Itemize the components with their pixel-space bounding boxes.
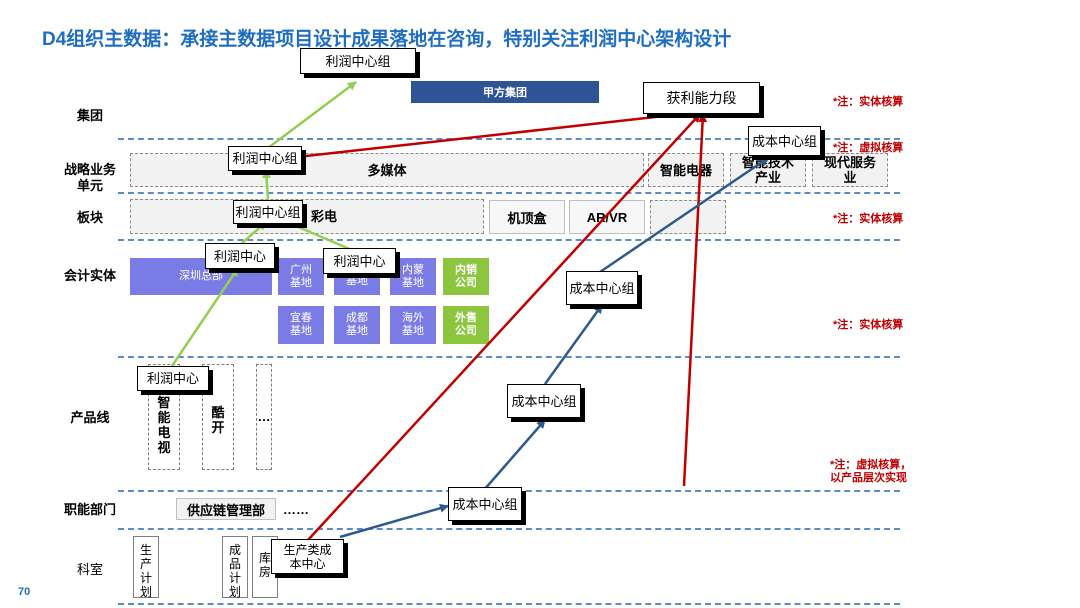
entity-yichun-base: 宜春基地 — [278, 306, 324, 344]
sbu-modern-service: 现代服务业 — [812, 153, 888, 187]
dept-supply-chain: 供应链管理部 — [176, 498, 276, 520]
sbu-tech-industry: 智能技术产业 — [730, 153, 806, 187]
row-label-function-dept: 职能部门 — [63, 502, 116, 517]
arrow-navy-func-to-prod — [483, 419, 546, 491]
entity-guangzhou-base: 广州基地 — [278, 258, 324, 295]
entity-neimeng-base: 内蒙基地 — [390, 258, 436, 295]
note-virtual-product: *注：虚拟核算， 以产品层次实现 — [830, 459, 912, 484]
jiafang-group-bar: 甲方集团 — [411, 81, 599, 103]
note-entity-accounting-3: *注：实体核算 — [833, 319, 904, 331]
product-smart-tv: 智能电视 — [148, 364, 180, 470]
section-finished-plan: 成品计划 — [222, 536, 248, 599]
arrow-red-sbu-to-pa — [305, 108, 701, 158]
product-kukai: 酷开 — [202, 364, 234, 470]
separator-entity — [118, 356, 900, 358]
arrow-red-product-to-pa — [682, 113, 708, 487]
callout-cost-center-group-mid: 成本中心组 — [566, 271, 638, 305]
page-title: D4组织主数据：承接主数据项目设计成果落地在咨询，特别关注利润中心架构设计 — [42, 29, 732, 50]
callout-profit-center-group-segment: 利润中心组 — [233, 200, 303, 224]
callout-profitability-segment: 获利能力段 — [643, 82, 760, 114]
callout-profit-center-group-sbu: 利润中心组 — [228, 146, 302, 171]
segment-color-tv: 彩电 — [130, 199, 484, 234]
sbu-multimedia: 多媒体 — [130, 153, 644, 187]
row-label-accounting-entity: 会计实体 — [63, 268, 116, 283]
callout-profit-center-entity-2: 利润中心 — [323, 248, 396, 274]
arrow-green-prod-to-pc1 — [170, 267, 240, 367]
arrow-red-cost-to-pa — [307, 113, 701, 541]
entity-export-sales: 外售公司 — [443, 306, 489, 344]
callout-profit-center-entity-1: 利润中心 — [205, 243, 275, 269]
callout-cost-center-group-top: 成本中心组 — [748, 126, 821, 156]
note-virtual-accounting: *注：虚拟核算 — [833, 142, 904, 154]
row-label-segment: 板块 — [76, 210, 103, 225]
segment-arvr: AR/VR — [569, 200, 645, 234]
row-label-product-line: 产品线 — [70, 410, 110, 425]
arrow-navy-cost-to-func — [339, 503, 449, 539]
callout-profit-center-group-top: 利润中心组 — [300, 48, 416, 74]
dept-more: …… — [283, 502, 309, 517]
segment-stb: 机顶盒 — [489, 200, 565, 234]
row-label-section: 科室 — [76, 562, 103, 577]
page-number: 70 — [18, 586, 31, 598]
arrow-navy-prod-to-mid — [543, 304, 604, 385]
note-entity-accounting-1: *注：实体核算 — [833, 96, 904, 108]
entity-chengdu-base: 成都基地 — [334, 306, 380, 344]
separator-sbu — [118, 192, 900, 194]
separator-segment — [118, 239, 900, 241]
arrow-green-sbu-to-top — [267, 81, 357, 149]
callout-profit-center-product: 利润中心 — [137, 366, 209, 391]
separator-group — [118, 138, 900, 140]
row-label-group: 集团 — [76, 108, 103, 123]
separator-function — [118, 528, 900, 530]
arrow-navy-mid-to-top — [599, 156, 769, 274]
callout-production-cost-center: 生产类成本中心 — [271, 539, 344, 574]
arrow-green-segment-to-sbu — [262, 169, 272, 201]
callout-cost-center-group-function: 成本中心组 — [448, 487, 522, 521]
row-label-strategic-unit: 战略业务单元 — [63, 162, 116, 193]
product-more: … — [256, 364, 272, 470]
section-production-plan: 生产计划 — [133, 536, 159, 599]
entity-overseas-base: 海外基地 — [390, 306, 436, 344]
separator-bottom — [118, 603, 900, 605]
arrow-green-pc1-to-segment — [239, 221, 267, 246]
note-entity-accounting-2: *注：实体核算 — [833, 213, 904, 225]
entity-domestic-sales: 内销公司 — [443, 258, 489, 295]
arrow-green-pc2-to-segment — [281, 218, 353, 252]
callout-cost-center-group-product: 成本中心组 — [507, 384, 581, 418]
